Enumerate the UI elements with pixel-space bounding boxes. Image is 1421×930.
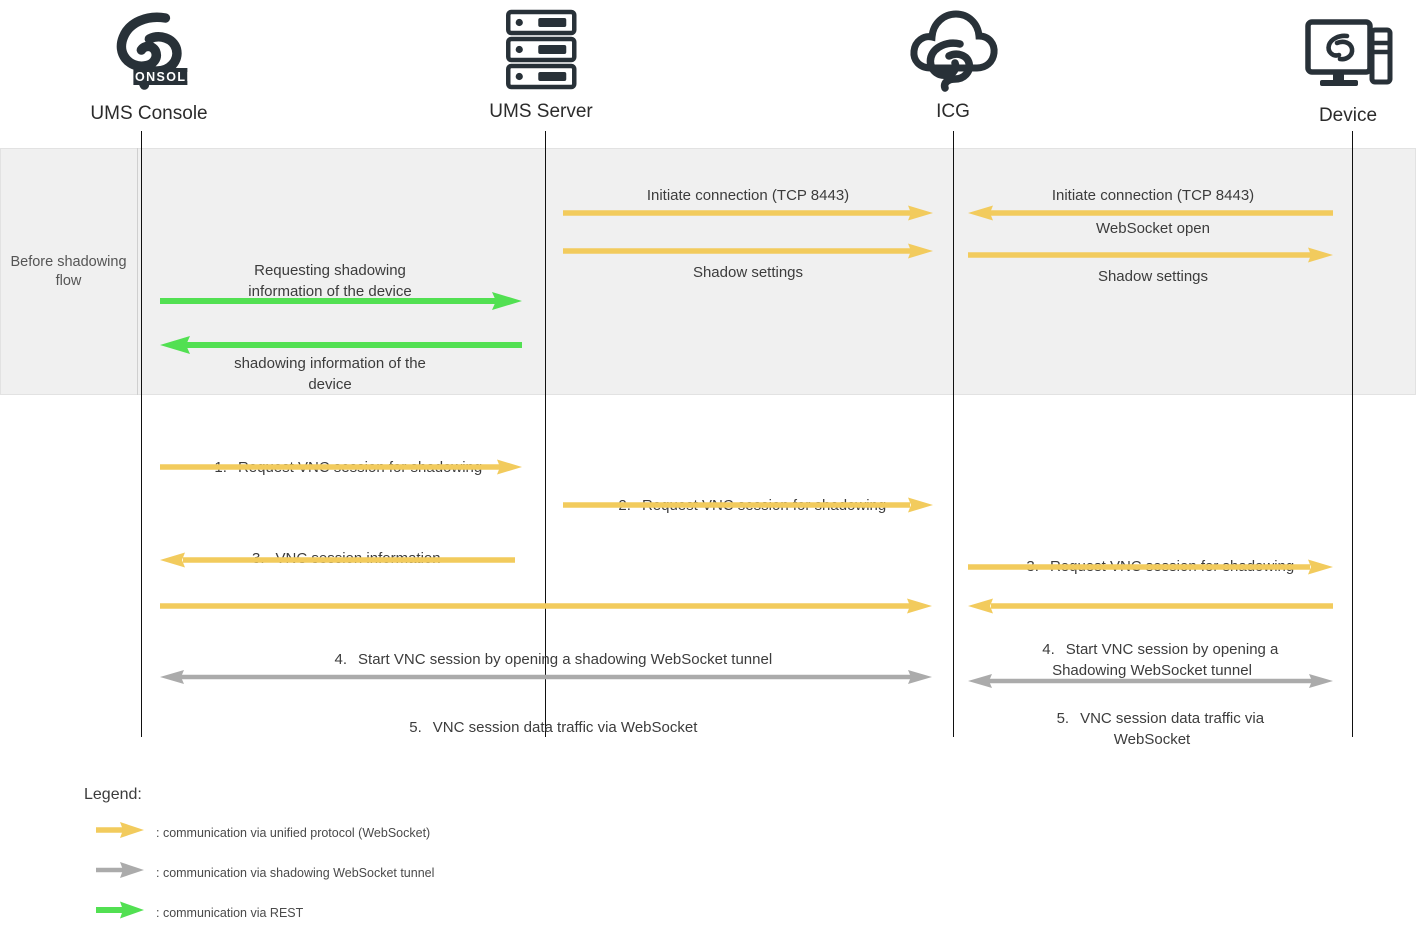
- arrow-shadowing-information-response: [160, 336, 522, 354]
- arrow-step-3-left: [160, 552, 515, 568]
- arrow-requesting-shadowing-information: [160, 292, 522, 310]
- label-shadow-settings-server-icg: Shadow settings: [692, 264, 804, 281]
- arrow-shadow-settings-icg-device: [968, 247, 1333, 263]
- step-4-right-number: 4.: [1042, 641, 1055, 658]
- actor-icg: ICG: [907, 6, 999, 123]
- step-5-right-text: VNC session data traffic via WebSocket: [1080, 710, 1265, 748]
- arrow-step-4-left: [160, 598, 932, 614]
- label-step-5-left: 5. VNC session data traffic via WebSocket: [195, 696, 895, 759]
- label-requesting-shadowing-information: Requesting shadowing information of the …: [248, 262, 412, 300]
- lifeline-ums-server: [545, 131, 546, 737]
- actor-label-ums-console: UMS Console: [90, 103, 208, 124]
- legend-title: Legend:: [84, 786, 142, 803]
- step-5-left-number: 5.: [409, 719, 422, 736]
- step-5-left-text: VNC session data traffic via WebSocket: [432, 719, 698, 736]
- label-websocket-open: WebSocket open: [1096, 220, 1210, 237]
- legend-arrow-rest-icon: [96, 901, 144, 924]
- legend-row-shadowing-tunnel: : communication via shadowing WebSocket …: [96, 861, 434, 884]
- actor-ums-console: CONSOLE UMS Console: [90, 6, 208, 125]
- label-initiate-connection-device-icg: Initiate connection (TCP 8443): [1051, 187, 1255, 204]
- legend-text-shadowing-tunnel: : communication via shadowing WebSocket …: [156, 865, 435, 880]
- server-rack-icon: [489, 8, 592, 97]
- actor-ums-server: UMS Server: [489, 8, 593, 123]
- phase-label: Before shadowing flow: [10, 253, 127, 289]
- step-4-left-number: 4.: [334, 651, 348, 668]
- actor-label-icg: ICG: [936, 101, 970, 122]
- actor-label-device: Device: [1318, 105, 1378, 126]
- lifeline-icg: [953, 131, 954, 737]
- arrow-step-4-right: [968, 598, 1333, 614]
- step-4-left-text: Start VNC session by opening a shadowing…: [358, 651, 773, 668]
- label-step-5-right: 5. VNC session data traffic via WebSocket: [1002, 687, 1302, 771]
- actor-label-ums-server: UMS Server: [489, 101, 593, 122]
- step-4-right-text: Start VNC session by opening a Shadowing…: [1052, 641, 1279, 679]
- arrow-shadow-settings-server-icg: [563, 243, 933, 259]
- legend-text-rest: : communication via REST: [156, 905, 304, 920]
- label-shadow-settings-icg-device: Shadow settings: [1097, 268, 1209, 285]
- before-shadowing-label-cell: Before shadowing flow: [0, 148, 138, 395]
- actor-device: Device: [1302, 16, 1394, 127]
- before-shadowing-band: [0, 148, 1416, 395]
- label-step-4-right: 4.Start VNC session by opening a Shadowi…: [987, 618, 1317, 702]
- label-step-1: 1.Request VNC session for shadowing: [130, 436, 550, 499]
- label-shadowing-information-response: shadowing information of the device: [234, 355, 426, 393]
- lifeline-ums-console: [141, 131, 142, 737]
- arrow-step-5-right: [968, 673, 1333, 689]
- label-step-4-left: 4. Start VNC session by opening a shadowi…: [195, 628, 895, 691]
- desktop-device-icon: [1302, 16, 1394, 101]
- legend-row-unified-protocol: : communication via unified protocol (We…: [96, 821, 430, 844]
- step-5-right-number: 5.: [1056, 710, 1070, 727]
- arrow-step-2: [563, 497, 933, 513]
- label-initiate-connection-server-icg: Initiate connection (TCP 8443): [646, 187, 850, 204]
- legend-arrow-unified-protocol-icon: [96, 821, 144, 844]
- ums-console-logo-icon: CONSOLE: [90, 6, 207, 99]
- arrow-step-3-right: [968, 559, 1333, 575]
- arrow-initiate-connection-device-icg: [968, 205, 1333, 221]
- arrow-initiate-connection-server-icg: [563, 205, 933, 221]
- arrow-step-1: [160, 459, 522, 475]
- arrow-step-5-left: [160, 669, 932, 685]
- legend-arrow-shadowing-tunnel-icon: [96, 861, 144, 884]
- legend-text-unified-protocol: : communication via unified protocol (We…: [156, 825, 431, 840]
- legend-row-rest: : communication via REST: [96, 901, 303, 924]
- lifeline-device: [1352, 131, 1353, 737]
- cloud-gateway-icon: [907, 6, 999, 97]
- svg-text:CONSOLE: CONSOLE: [124, 70, 195, 84]
